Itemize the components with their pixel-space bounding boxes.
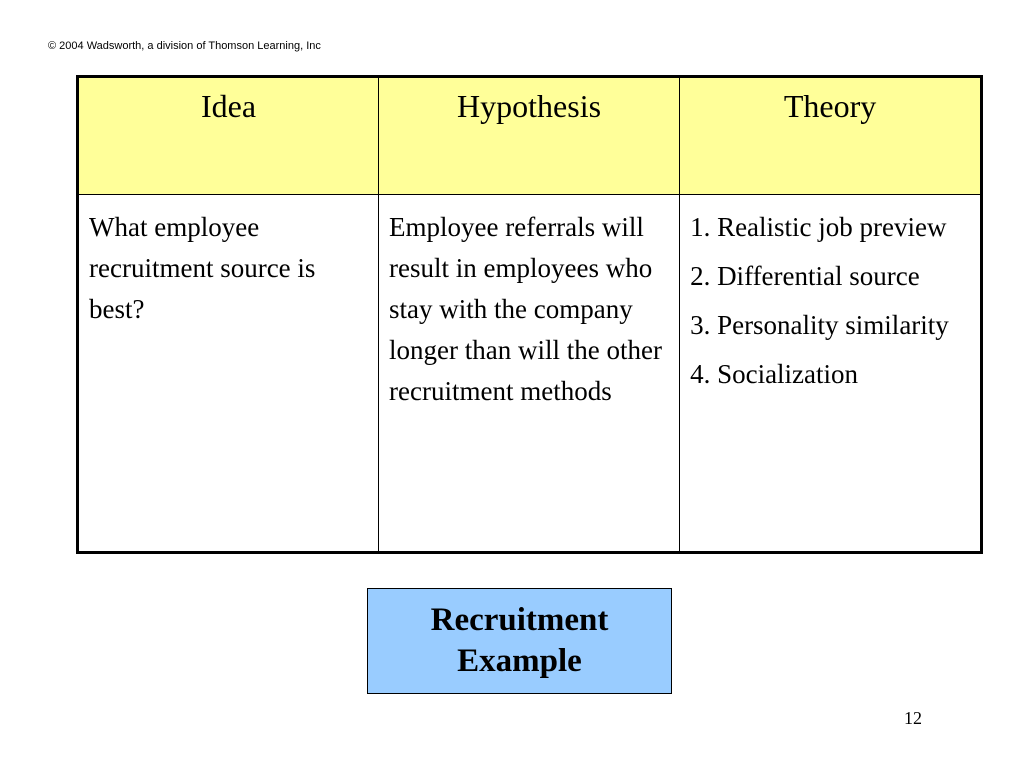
- recruitment-example-callout: Recruitment Example: [367, 588, 672, 694]
- idea-cell: What employee recruitment source is best…: [76, 194, 380, 553]
- page-number: 12: [904, 708, 922, 728]
- hypothesis-cell: Employee referrals will result in employ…: [378, 194, 681, 553]
- column-header-idea: Idea: [76, 76, 380, 195]
- theory-item: 3. Personality similarity: [690, 310, 949, 340]
- table-header-row: Idea Hypothesis Theory: [76, 76, 982, 195]
- callout-line-1: Recruitment: [430, 602, 609, 638]
- column-header-theory: Theory: [679, 76, 982, 195]
- table-row: What employee recruitment source is best…: [76, 194, 982, 553]
- theory-list: 1. Realistic job preview 2. Differential…: [690, 207, 970, 395]
- column-header-hypothesis: Hypothesis: [378, 76, 681, 195]
- theory-cell: 1. Realistic job preview 2. Differential…: [679, 194, 982, 553]
- copyright-notice: © 2004 Wadsworth, a division of Thomson …: [48, 40, 321, 52]
- callout-line-2: Example: [457, 643, 582, 679]
- comparison-table: Idea Hypothesis Theory What employee rec…: [76, 75, 983, 554]
- theory-item: 1. Realistic job preview: [690, 212, 947, 242]
- theory-item: 2. Differential source: [690, 261, 920, 291]
- theory-item: 4. Socialization: [690, 359, 859, 389]
